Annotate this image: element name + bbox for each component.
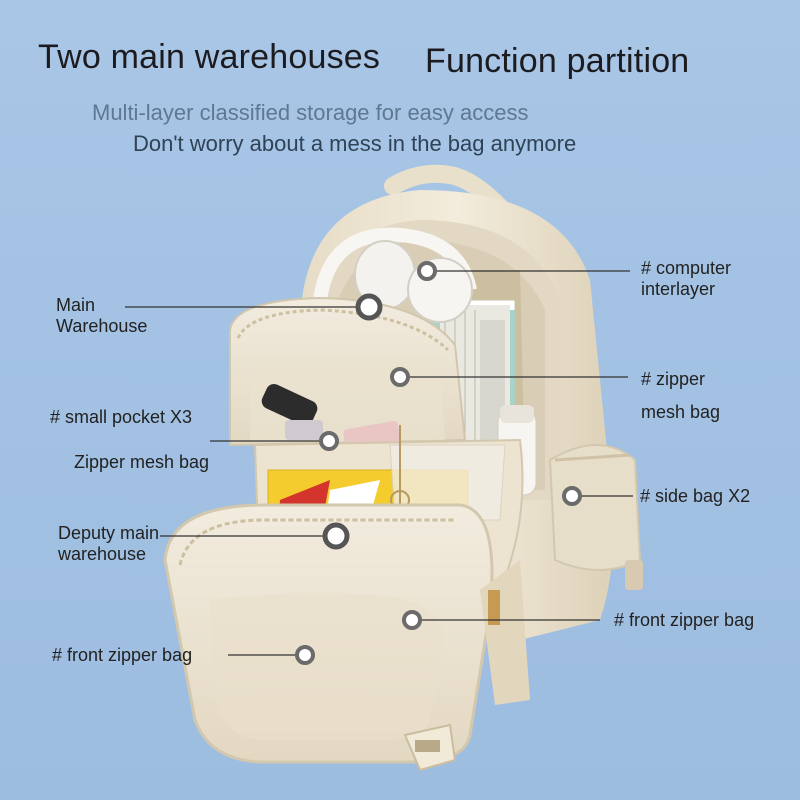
label-side-bag: # side bag X2 bbox=[640, 486, 751, 506]
right-strap bbox=[480, 560, 643, 705]
dot-main-warehouse bbox=[355, 293, 383, 321]
label-zipper-mesh-bag: Zipper mesh bag bbox=[74, 452, 210, 472]
subtitle-storage: Multi-layer classified storage for easy … bbox=[92, 100, 529, 125]
front-flap bbox=[163, 503, 494, 772]
label-small-pocket: # small pocket X3 bbox=[50, 407, 193, 427]
side-pocket bbox=[548, 444, 642, 571]
middle-zipper-flap bbox=[229, 296, 467, 457]
callout-dots bbox=[295, 261, 582, 665]
callout-lines bbox=[125, 270, 633, 656]
label-front-zipper-left: # front zipper bag bbox=[52, 645, 193, 665]
headline-left: Two main warehouses bbox=[38, 38, 381, 76]
dot-computer-interlayer bbox=[417, 261, 437, 281]
label-deputy-warehouse: Deputy main warehouse bbox=[58, 523, 160, 564]
label-computer-interlayer: # computer interlayer bbox=[641, 258, 732, 299]
dot-side-bag bbox=[562, 486, 582, 506]
label-main-warehouse: Main Warehouse bbox=[56, 295, 148, 336]
headline-right: Function partition bbox=[425, 42, 690, 80]
dot-front-zipper-left bbox=[295, 645, 315, 665]
subtitle-no-mess: Don't worry about a mess in the bag anym… bbox=[133, 131, 577, 156]
label-zipper-mesh: # zipper mesh bag bbox=[641, 369, 721, 422]
label-front-zipper-right: # front zipper bag bbox=[614, 610, 755, 630]
dot-deputy-warehouse bbox=[322, 522, 350, 550]
dot-zipper-mesh bbox=[390, 367, 410, 387]
dot-front-zipper-right bbox=[402, 610, 422, 630]
dot-zipper-mesh-bag bbox=[319, 431, 339, 451]
